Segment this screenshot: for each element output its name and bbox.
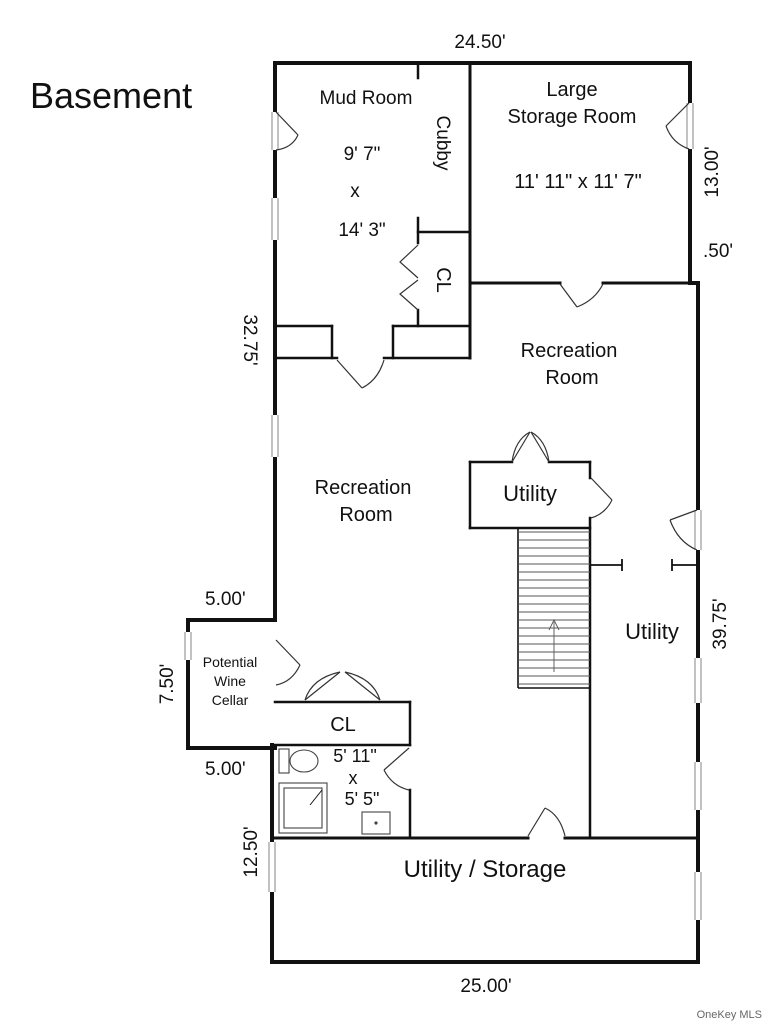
dimension-left-upper: 32.75' — [239, 314, 260, 365]
room-label-utility-center: Utility — [503, 481, 557, 506]
shower-fixture — [278, 782, 328, 834]
room-label-recreation-upper-line1: Recreation — [521, 340, 618, 362]
dimension-right-upper: 13.00' — [702, 146, 723, 197]
room-label-mud-room: Mud Room — [320, 88, 413, 109]
sink-fixture — [361, 811, 391, 835]
dimension-left-lower: 12.50' — [241, 826, 262, 877]
room-dim-bath-width: 5' 11" — [333, 746, 377, 766]
outer-walls — [186, 61, 700, 964]
dimension-right-lower: 39.75' — [710, 598, 731, 649]
plan-title: Basement — [30, 75, 192, 116]
dimension-wine-top: 5.00' — [205, 589, 246, 610]
room-label-utility-right: Utility — [625, 619, 679, 644]
room-label-closet-upper: CL — [432, 267, 454, 293]
room-label-large-storage-line2: Storage Room — [508, 106, 637, 128]
room-dim-bath-x: x — [349, 768, 358, 788]
toilet-fixture — [278, 748, 319, 774]
room-label-recreation-main-line2: Room — [339, 504, 392, 526]
room-label-closet-lower: CL — [330, 714, 356, 736]
watermark-text: OneKey MLS — [697, 1009, 762, 1021]
interior-walls — [270, 61, 700, 840]
room-dim-mud-width: 9' 7" — [344, 144, 381, 165]
dimension-bottom: 25.00' — [460, 976, 511, 997]
dimension-right-gap: .50' — [703, 241, 733, 262]
room-label-wine-line3: Cellar — [212, 692, 249, 708]
room-dim-mud-x: x — [350, 181, 360, 202]
room-label-large-storage-line1: Large — [546, 79, 597, 101]
dimension-wine-side: 7.50' — [157, 664, 178, 705]
dimension-top: 24.50' — [454, 32, 505, 53]
stair-arrow — [548, 618, 560, 672]
room-dim-mud-height: 14' 3" — [338, 220, 385, 241]
window-openings — [183, 103, 703, 920]
room-label-recreation-upper-line2: Room — [545, 367, 598, 389]
room-dim-bath-height: 5' 5" — [345, 789, 380, 809]
room-label-recreation-main-line1: Recreation — [315, 477, 412, 499]
room-label-wine-line1: Potential — [203, 654, 257, 670]
room-label-utility-storage: Utility / Storage — [404, 856, 567, 883]
room-label-cubby: Cubby — [432, 116, 453, 171]
room-label-wine-line2: Wine — [214, 673, 246, 689]
dimension-wine-bottom: 5.00' — [205, 759, 246, 780]
room-dim-large-storage: 11' 11" x 11' 7" — [514, 171, 641, 193]
door-swings — [275, 102, 698, 837]
